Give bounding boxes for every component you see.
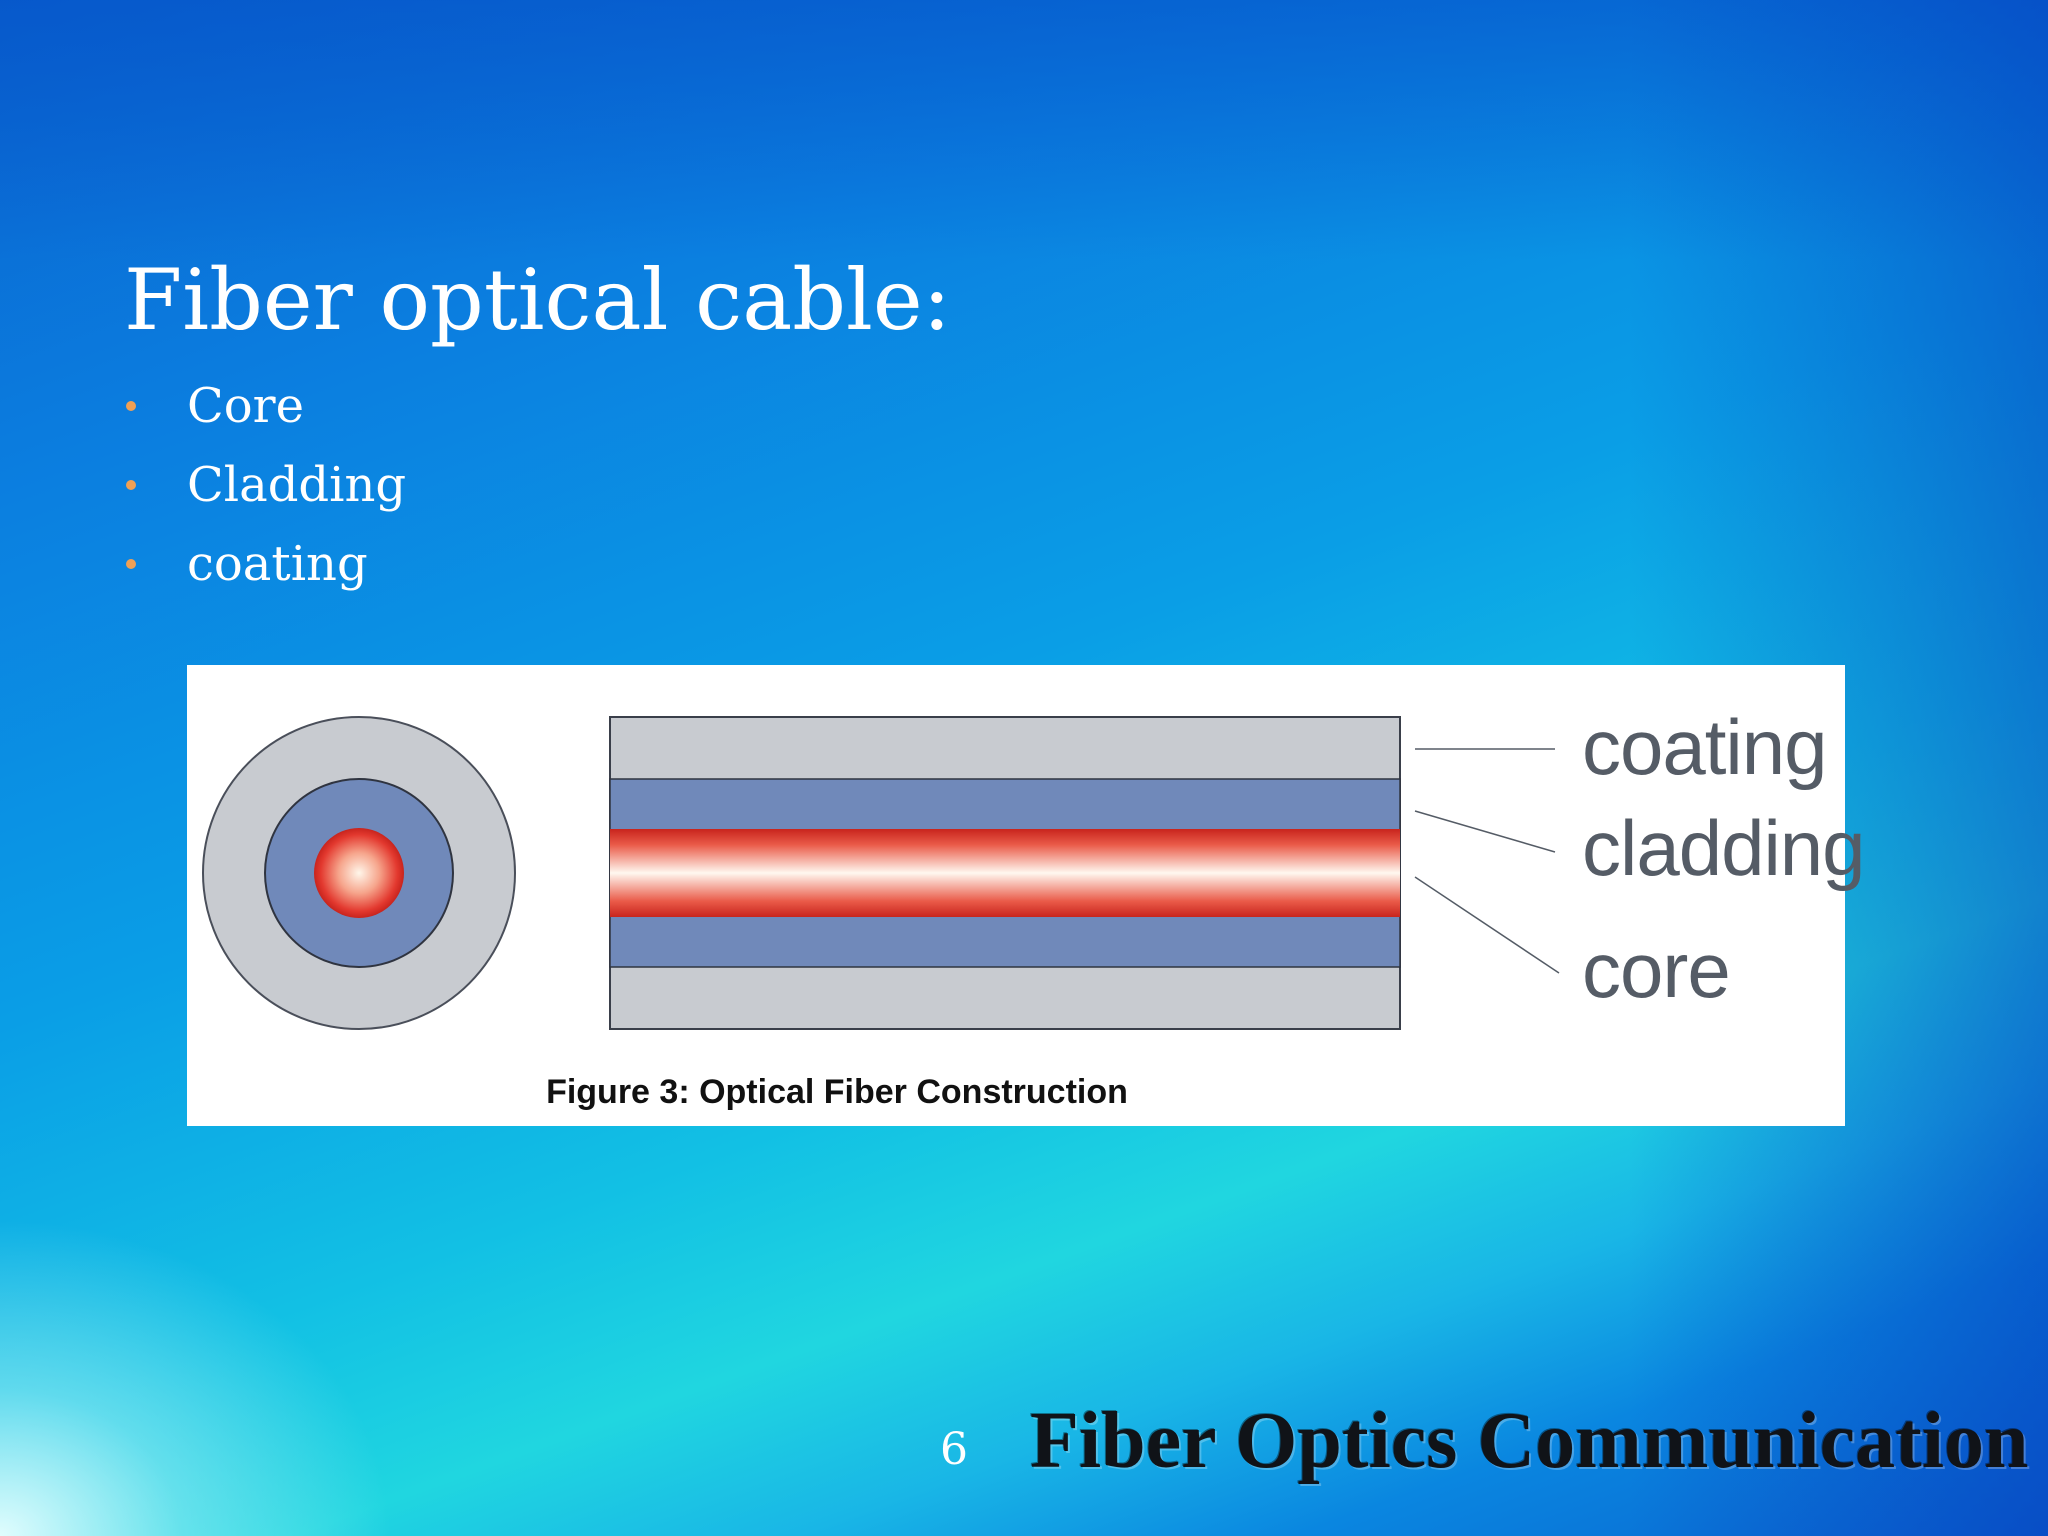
bullet-text: coating bbox=[187, 535, 368, 592]
bullet-dot-icon bbox=[126, 479, 136, 490]
core-band bbox=[610, 829, 1400, 917]
coating-label: coating bbox=[1582, 703, 1828, 791]
core-label: core bbox=[1582, 926, 1731, 1014]
slide-title: Fiber optical cable: bbox=[124, 251, 951, 349]
bullet-dot-icon bbox=[126, 558, 136, 569]
cladding-leader-line bbox=[1414, 810, 1556, 853]
bullet-item-cladding: Cladding bbox=[120, 445, 406, 524]
bullet-list: Core Cladding coating bbox=[120, 366, 406, 603]
core-dot bbox=[314, 828, 404, 918]
page-number: 6 bbox=[940, 1424, 968, 1475]
bullet-item-coating: coating bbox=[120, 524, 406, 603]
bullet-dot-icon bbox=[126, 400, 136, 411]
bullet-text: Core bbox=[187, 377, 304, 434]
fiber-diagram bbox=[202, 716, 1560, 1030]
footer-title: Fiber Optics Communication bbox=[1030, 1397, 2029, 1485]
fiber-construction-figure: coating cladding core Figure 3: Optical … bbox=[187, 665, 1866, 1126]
core-leader-line bbox=[1414, 876, 1560, 974]
bullet-text: Cladding bbox=[187, 456, 407, 513]
cladding-label: cladding bbox=[1582, 804, 1866, 892]
bullet-item-core: Core bbox=[120, 366, 406, 445]
background-top-shade bbox=[0, 0, 2048, 260]
figure-caption: Figure 3: Optical Fiber Construction bbox=[546, 1073, 1128, 1111]
